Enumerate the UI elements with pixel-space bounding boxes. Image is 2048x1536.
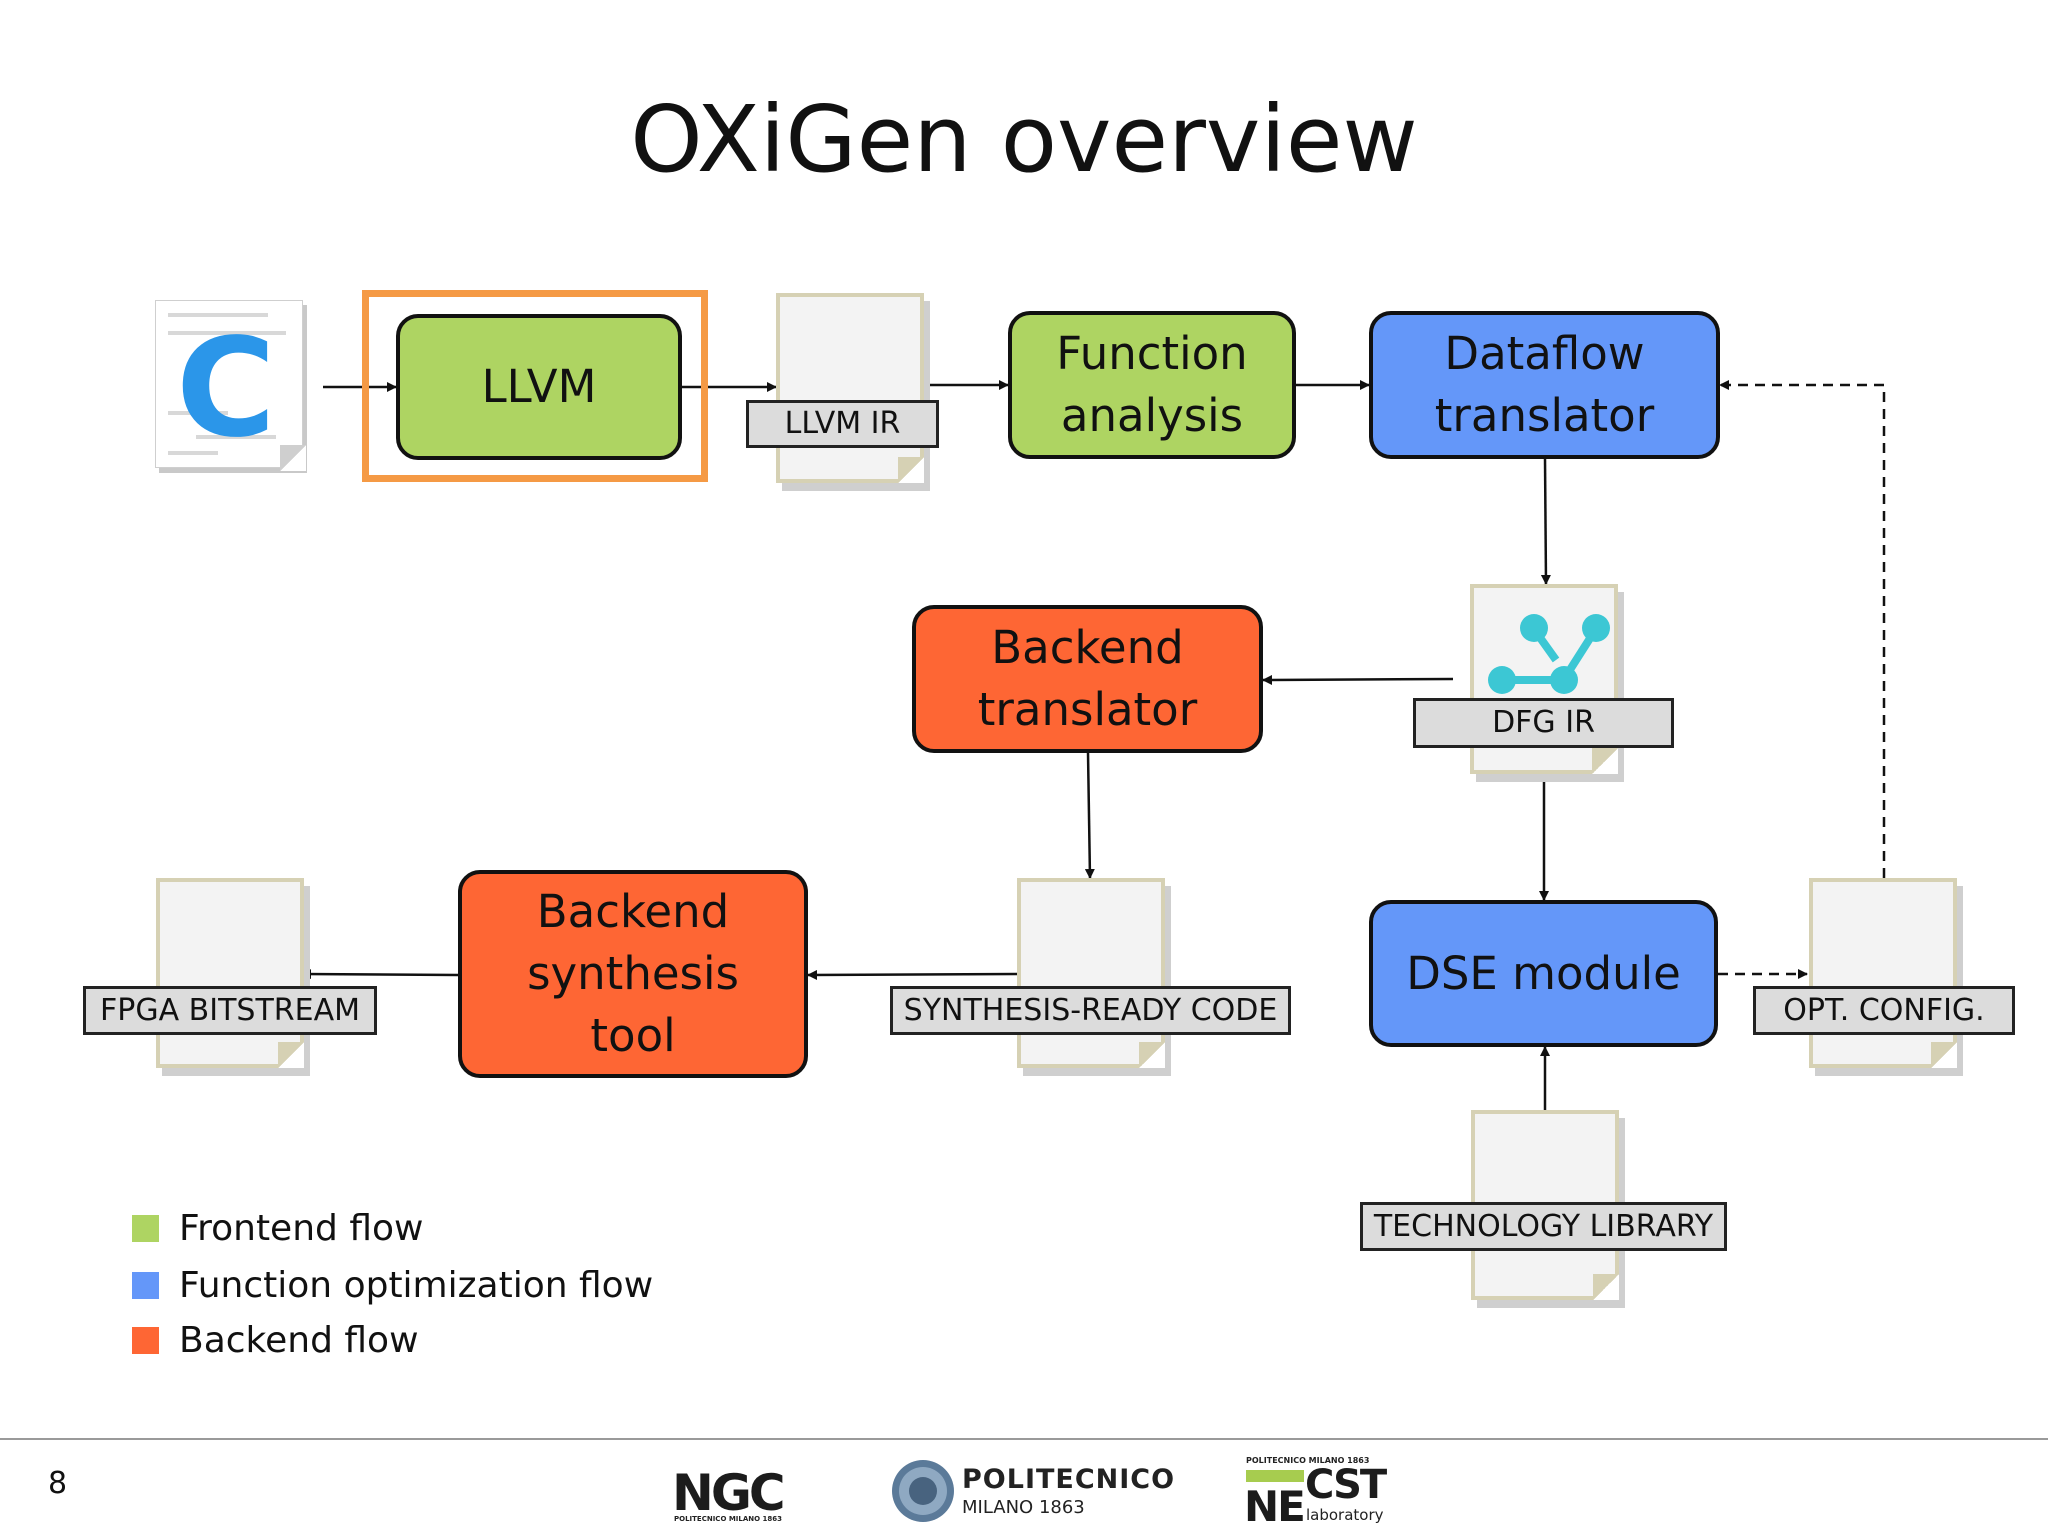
legend-label: Backend flow xyxy=(179,1319,419,1361)
page-fold xyxy=(1931,1042,1957,1068)
synthesis-ready-code-document-icon xyxy=(1017,878,1165,1068)
legend-label: Frontend flow xyxy=(179,1207,424,1249)
page-fold xyxy=(278,1042,304,1068)
page-fold xyxy=(898,457,924,483)
necst-logo-cst: CST xyxy=(1305,1462,1387,1508)
c-source-file-icon: C xyxy=(155,300,306,471)
arrow-dataflow-to-dfg-ir xyxy=(1540,458,1551,585)
page-fold xyxy=(1593,1274,1619,1300)
legend-item-function-optimization: Function optimization flow xyxy=(132,1264,654,1306)
backend-synthesis-tool-box: Backend synthesis tool xyxy=(458,870,808,1078)
llvm-highlight-frame xyxy=(362,290,708,482)
page-fold xyxy=(1592,748,1618,774)
code-line xyxy=(168,411,228,415)
legend-swatch-backend xyxy=(132,1326,159,1354)
page-number: 8 xyxy=(48,1466,68,1501)
code-line xyxy=(168,313,268,317)
dataflow-translator-box: Dataflow translator xyxy=(1369,311,1720,459)
page-fold xyxy=(1139,1042,1165,1068)
ngc-logo-subtitle: POLITECNICO MILANO 1863 xyxy=(674,1515,783,1523)
page-fold xyxy=(280,445,306,471)
necst-logo-header: POLITECNICO MILANO 1863 xyxy=(1246,1456,1370,1465)
necst-logo-laboratory: laboratory xyxy=(1306,1506,1384,1524)
legend-item-backend: Backend flow xyxy=(132,1319,419,1361)
llvm-box: LLVM xyxy=(396,314,682,460)
technology-library-label: TECHNOLOGY LIBRARY xyxy=(1360,1202,1727,1251)
legend-swatch-function-optimization xyxy=(132,1271,159,1299)
arrow-opt-config-to-dataflow xyxy=(1719,380,1886,878)
arrow-dfg-ir-to-backend-translator xyxy=(1262,674,1454,685)
llvm-ir-label: LLVM IR xyxy=(746,400,939,448)
code-line xyxy=(168,451,218,455)
graph-nodes-icon xyxy=(1488,614,1610,694)
polimi-logo-subtitle: MILANO 1863 xyxy=(962,1497,1085,1518)
fpga-bitstream-label: FPGA BITSTREAM xyxy=(83,986,377,1035)
backend-translator-box: Backend translator xyxy=(912,605,1263,753)
c-letter: C xyxy=(176,310,276,468)
arrow-synthesis-tool-to-bitstream xyxy=(301,969,459,980)
footer-divider xyxy=(0,1438,2048,1440)
fpga-bitstream-document-icon xyxy=(156,878,304,1068)
synthesis-ready-code-label: SYNTHESIS-READY CODE xyxy=(890,986,1291,1035)
polimi-seal-icon xyxy=(892,1460,954,1522)
polimi-logo-name: POLITECNICO xyxy=(962,1464,1176,1495)
opt-config-document-icon xyxy=(1809,878,1957,1068)
legend-label: Function optimization flow xyxy=(179,1264,654,1306)
necst-logo-bar xyxy=(1246,1470,1304,1482)
ngc-logo: NGC xyxy=(672,1464,786,1522)
opt-config-label: OPT. CONFIG. xyxy=(1753,986,2015,1035)
legend-swatch-frontend xyxy=(132,1214,159,1242)
llvm-ir-document-icon xyxy=(776,293,924,483)
dse-module-box: DSE module xyxy=(1369,900,1718,1047)
legend-item-frontend: Frontend flow xyxy=(132,1207,424,1249)
arrow-synthesis-code-to-synthesis-tool xyxy=(807,969,1019,980)
necst-logo-ne: NE xyxy=(1244,1482,1306,1531)
slide-title: OXiGen overview xyxy=(630,86,1418,193)
dfg-ir-label: DFG IR xyxy=(1413,698,1674,748)
arrow-backend-translator-to-synthesis-code xyxy=(1084,752,1095,879)
function-analysis-box: Function analysis xyxy=(1008,311,1296,459)
code-line xyxy=(196,435,276,439)
code-line xyxy=(168,331,286,335)
